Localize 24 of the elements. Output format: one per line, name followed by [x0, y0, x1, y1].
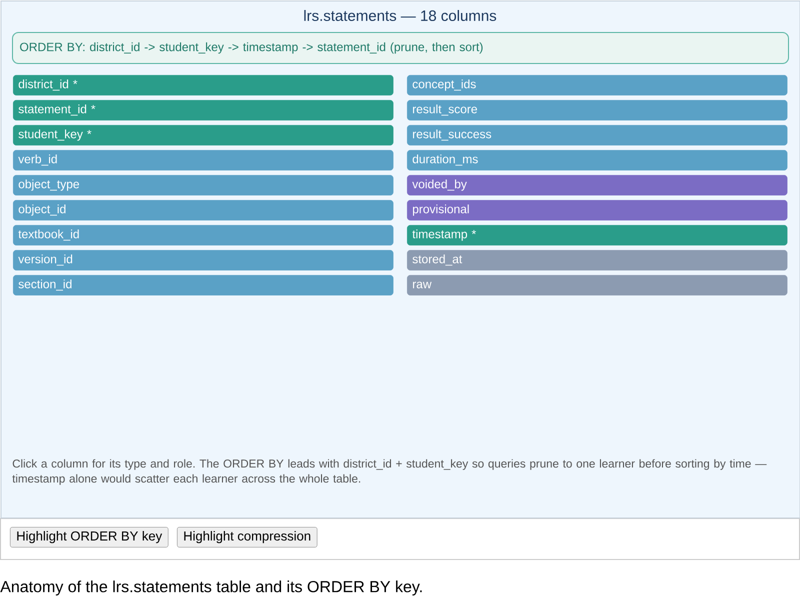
- note-text: Click a column for its type and role. The ORDER BY leads with district_id + student_key so queries prune to one learner before sorting by time — timestamp alone would scatter each learner across the whole table.: [12, 459, 767, 485]
- column-bar: timestamp *: [407, 225, 788, 246]
- column-bar: object_id: [13, 200, 394, 220]
- column-bar: verb_id: [13, 150, 394, 170]
- column-bar: result_score: [407, 100, 788, 120]
- panel-title: lrs.statements — 18 columns: [304, 10, 496, 21]
- column-bar: version_id: [13, 250, 394, 270]
- column-bar: textbook_id: [13, 225, 394, 246]
- column-bar: section_id: [13, 275, 394, 296]
- column-bar: district_id *: [13, 75, 394, 96]
- column-bar: student_key *: [13, 125, 394, 146]
- column-bar: result_success: [407, 125, 788, 146]
- column-bar: provisional: [407, 200, 788, 220]
- caption: Anatomy of the lrs.statements table and its ORDER BY key.: [0, 580, 422, 596]
- column-bar: object_type: [13, 175, 394, 196]
- column-bar: concept_ids: [407, 75, 788, 96]
- order-by-box: ORDER BY: district_id -> student_key -> timestamp -> statement_id (prune, then sort): [12, 32, 789, 64]
- column-bar: raw: [407, 275, 788, 296]
- column-bar: voided_by: [407, 175, 788, 196]
- column-bar: statement_id *: [13, 100, 394, 120]
- column-bar: duration_ms: [407, 150, 788, 170]
- button: Highlight compression: [177, 527, 318, 548]
- button: Highlight ORDER BY key: [10, 527, 168, 548]
- column-bar: stored_at: [407, 250, 788, 270]
